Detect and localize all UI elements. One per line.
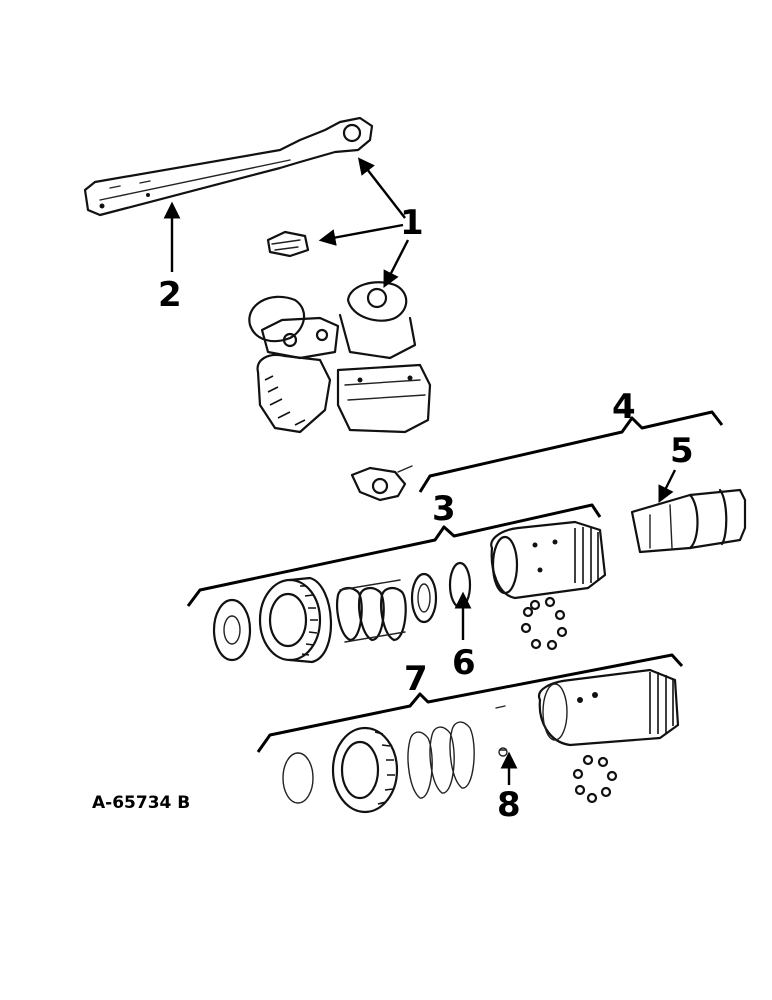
callout-2: 2 xyxy=(158,275,182,315)
callout-1: 1 xyxy=(400,203,424,243)
callout-3: 3 xyxy=(432,489,456,529)
shift-lever-arm xyxy=(83,116,374,217)
callout-7: 7 xyxy=(404,659,428,699)
detent-balls-lower xyxy=(572,754,618,804)
brackets xyxy=(186,410,724,753)
callout-8: 8 xyxy=(497,785,521,825)
transmission-housing xyxy=(248,230,432,434)
callout-6: 6 xyxy=(452,643,476,683)
callout-5: 5 xyxy=(670,431,694,471)
shift-fork xyxy=(350,465,413,502)
row-3-parts xyxy=(212,520,607,664)
leader-lines xyxy=(163,157,677,785)
figure-number: A-65734 B xyxy=(92,793,190,813)
detent-balls-upper xyxy=(520,596,568,651)
row-7-parts xyxy=(282,668,680,814)
callouts: 1 2 3 4 5 6 7 8 xyxy=(158,203,694,825)
mainshaft xyxy=(630,488,747,554)
callout-4: 4 xyxy=(612,387,636,427)
